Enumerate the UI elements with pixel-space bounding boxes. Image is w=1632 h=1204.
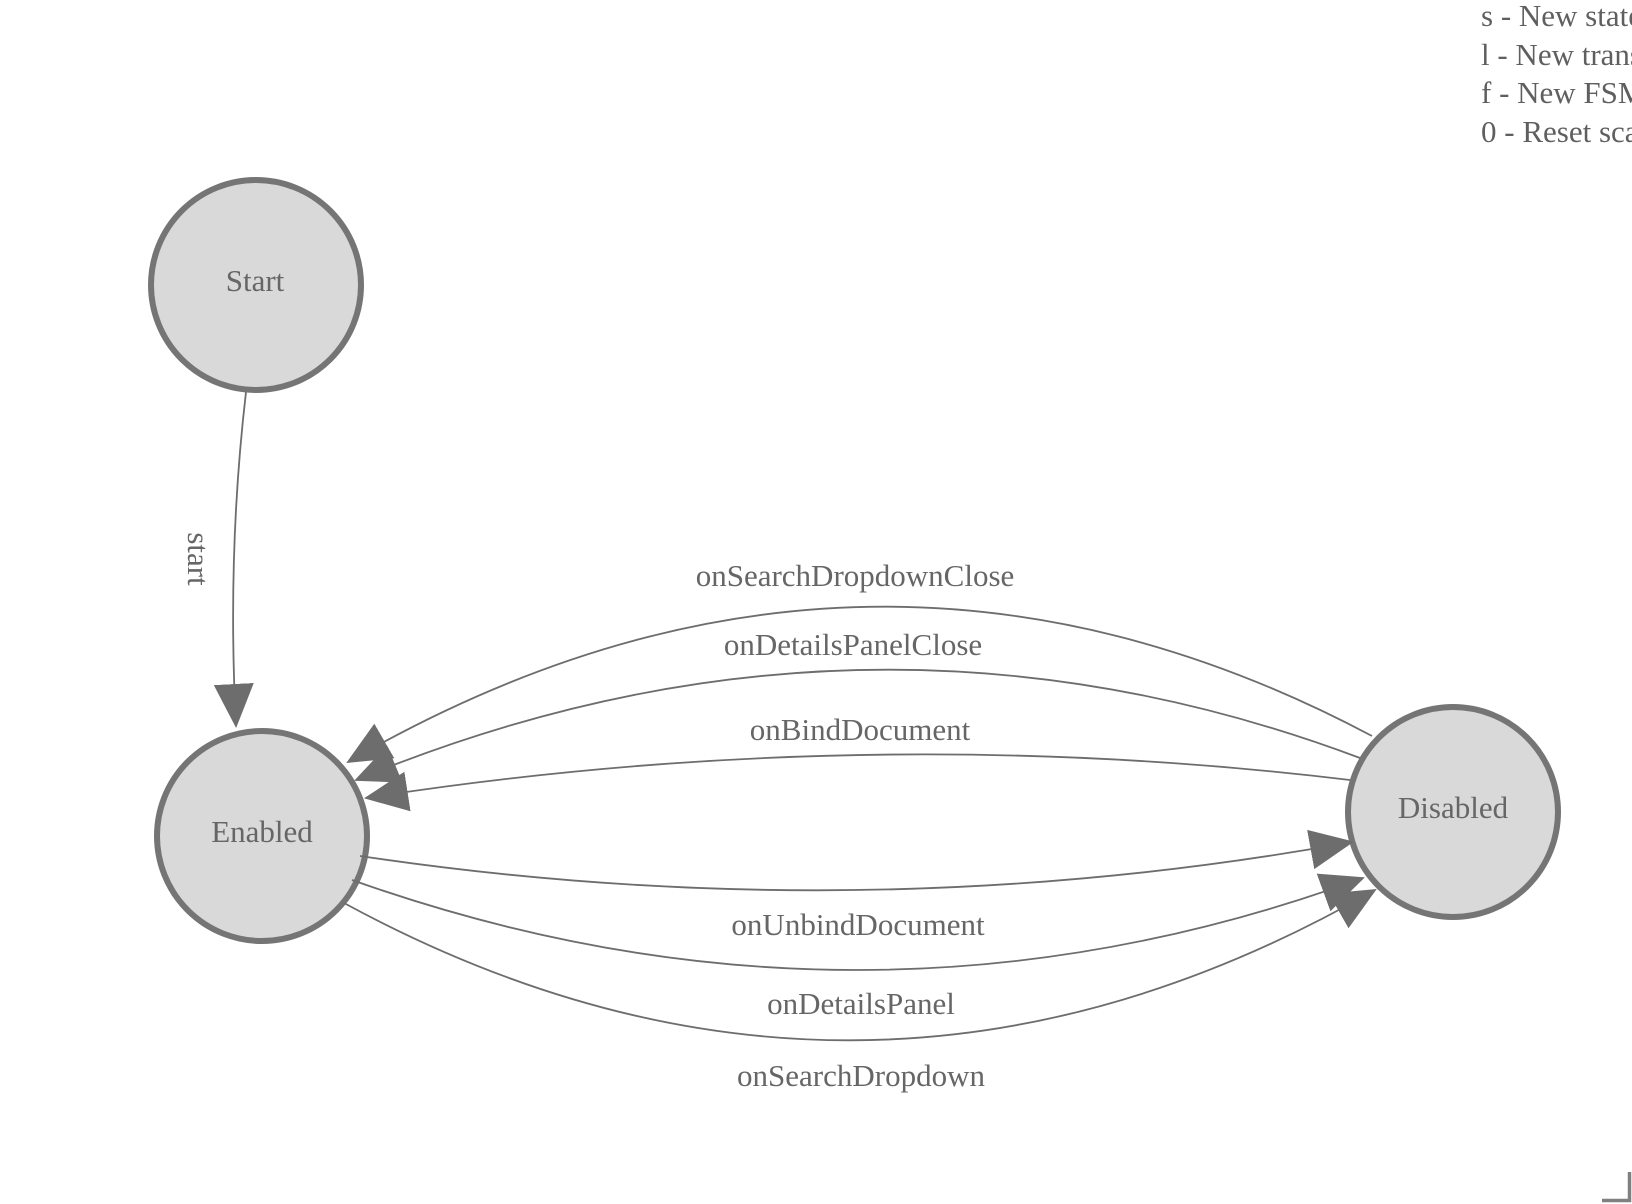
shortcut-help-line: l - New transition — [1481, 36, 1632, 72]
shortcut-help: s - New state l - New transition f - New… — [1481, 0, 1632, 151]
edge-onunbinddocument[interactable] — [359, 829, 1354, 892]
edge-onsearchdropdownclose[interactable] — [346, 605, 1373, 763]
shortcut-help-line: s - New state — [1481, 0, 1632, 33]
canvas-corner-bracket — [1602, 1172, 1632, 1203]
state-node-start[interactable] — [148, 177, 364, 393]
edge-start-to-enabled[interactable] — [213, 391, 254, 728]
edge-onbinddocument[interactable] — [364, 753, 1351, 812]
shortcut-help-line: f - New FSM — [1481, 75, 1632, 111]
edge-onsearchdropdown[interactable] — [343, 889, 1377, 1042]
state-node-disabled[interactable] — [1345, 704, 1561, 920]
shortcut-help-line: 0 - Reset scale — [1481, 113, 1632, 149]
edge-ondetailspanelclose[interactable] — [354, 668, 1361, 783]
state-node-enabled[interactable] — [154, 728, 370, 944]
edge-ondetailspanel[interactable] — [351, 873, 1365, 971]
